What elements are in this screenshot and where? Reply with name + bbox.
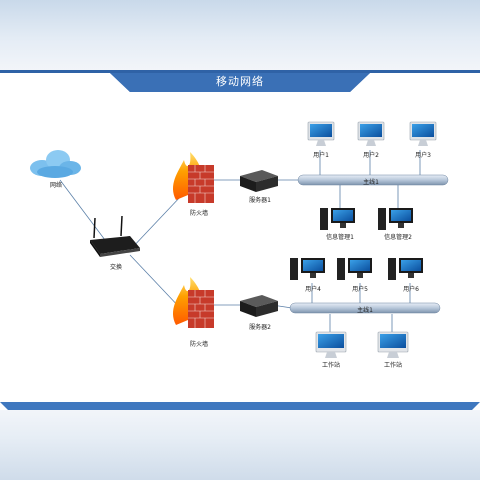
bottom-background-gradient bbox=[0, 410, 480, 480]
user-label: 用户5 bbox=[352, 286, 368, 293]
router-icon bbox=[90, 215, 140, 257]
workstation-icon bbox=[377, 331, 409, 358]
user-label: 用户2 bbox=[363, 152, 379, 159]
user-label: 用户4 bbox=[305, 286, 321, 293]
server-label: 服务器2 bbox=[249, 324, 271, 331]
bus-label: 主线1 bbox=[357, 307, 373, 314]
firewall-label: 防火墙 bbox=[189, 210, 208, 217]
router-label: 交换 bbox=[109, 264, 122, 271]
desktop-icon bbox=[388, 258, 423, 280]
bus-pipe bbox=[289, 302, 441, 314]
user-label: 用户3 bbox=[415, 152, 431, 159]
top-background-gradient bbox=[0, 0, 480, 70]
diagram-title: 移动网络 bbox=[216, 75, 264, 88]
firewall-icon bbox=[173, 152, 214, 203]
server-icon bbox=[240, 170, 278, 192]
bottom-banner bbox=[0, 402, 480, 410]
desktop-icon bbox=[320, 208, 355, 230]
monitor-icon bbox=[357, 121, 385, 146]
desktop-icon bbox=[337, 258, 372, 280]
cloud-icon bbox=[30, 150, 81, 178]
monitor-icon bbox=[307, 121, 335, 146]
user-label: 用户6 bbox=[403, 286, 419, 293]
cloud-label: 网络 bbox=[49, 182, 62, 189]
ops-label: 信息管理1 bbox=[326, 234, 354, 241]
title-banner bbox=[0, 70, 480, 92]
connection-lines bbox=[59, 150, 421, 333]
bus-pipe bbox=[297, 174, 449, 186]
bus-label: 主线1 bbox=[363, 179, 379, 186]
firewall-label: 防火墙 bbox=[189, 341, 208, 348]
diagram-canvas bbox=[0, 70, 480, 410]
desktop-icon bbox=[290, 258, 325, 280]
workstation-label: 工作站 bbox=[383, 362, 402, 369]
desktop-icon bbox=[378, 208, 413, 230]
server-label: 服务器1 bbox=[249, 197, 271, 204]
ops-label: 信息管理2 bbox=[384, 234, 412, 241]
user-label: 用户1 bbox=[313, 152, 329, 159]
workstation-label: 工作站 bbox=[321, 362, 340, 369]
workstation-icon bbox=[315, 331, 347, 358]
monitor-icon bbox=[409, 121, 437, 146]
server-icon bbox=[240, 295, 278, 317]
firewall-icon bbox=[173, 277, 214, 328]
